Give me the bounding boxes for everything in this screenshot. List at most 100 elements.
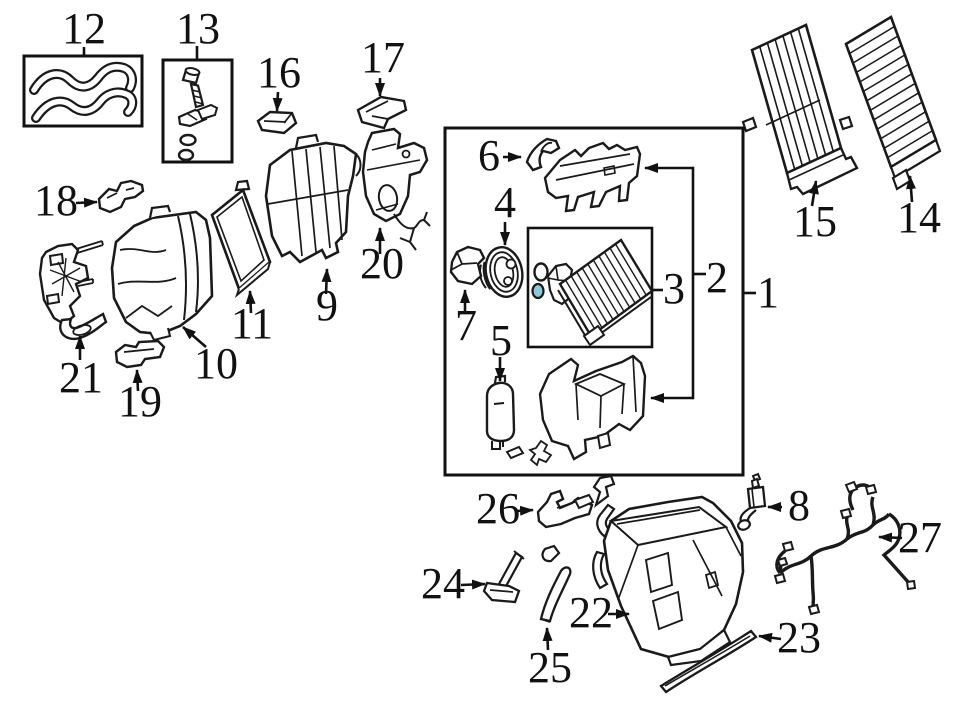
part-21-group: 21 [38,240,108,402]
unit-22-drawing [602,495,745,659]
callout-6-label: 6 [478,131,500,180]
leader-11 [245,290,256,314]
lower-case-drawing [505,354,647,467]
part-15-group: 15 [741,23,859,246]
unit-22-pipe-lower [592,550,609,590]
callout-3-label: 3 [663,264,685,313]
harness-27-connectors [773,480,917,616]
part-20-group: 20 [360,127,431,288]
callout-10-label: 10 [194,339,238,388]
callout-15-label: 15 [793,197,837,246]
callout-9-label: 9 [316,281,338,330]
part-12-group: 12 [22,4,144,128]
part-8-group: 8 [737,472,810,531]
callout-14-label: 14 [897,193,941,242]
clip-16-drawing [256,110,298,135]
oring-blue [531,282,545,300]
part-13-group: 13 [161,4,234,164]
unit-22-clip [541,544,561,563]
callout-18-label: 18 [34,176,78,225]
part-7-group: 7 [449,245,486,350]
valve-8-drawing [746,485,767,510]
part-9-group: 9 [264,133,362,330]
callout-2-bracket: 2 [644,163,728,403]
bracket-18-drawing [97,179,145,214]
callout-11-label: 11 [231,299,273,348]
leader-26 [515,505,534,516]
part-26-group: 26 [476,484,595,533]
callout-17-label: 17 [361,33,405,82]
drier-5-drawing [485,381,516,443]
small-clip [528,439,553,467]
part-16-group: 16 [256,48,301,135]
part-27-group: 27 [773,480,942,616]
upper-cover-drawing [543,141,642,213]
part-18-group: 18 [34,176,145,225]
leader-19 [132,369,143,392]
leader-16 [272,91,283,112]
evap-core-fins [564,243,647,333]
callout-19-label: 19 [118,377,162,426]
callout-27-label: 27 [898,513,942,562]
rod-24-drawing [497,551,524,590]
part-11-group: 11 [210,179,273,348]
callout-22-label: 22 [569,588,613,637]
callout-4-label: 4 [494,178,516,227]
callout-24-label: 24 [421,559,465,608]
callout-7-label: 7 [455,301,477,350]
part-5-group: 5 [485,316,516,450]
callout-21-label: 21 [59,353,103,402]
part-10-group: 10 [110,204,238,388]
callout-2-label: 2 [706,253,728,302]
callout-16-label: 16 [257,48,301,97]
bracket-21-drawing [38,242,90,326]
part-23-group: 23 [659,613,821,694]
bolt-kit-drawing [177,67,219,162]
callout-12-label: 12 [62,4,106,53]
hose-drawing [29,61,138,123]
callout-25-label: 25 [528,643,572,692]
part-14-group: 14 [838,15,942,242]
callout-13-label: 13 [176,4,220,53]
small-pad [505,445,525,460]
leader-27 [878,532,903,543]
part-25-group: 25 [528,566,572,692]
bracket-20-tails [393,211,431,251]
callout-1-label: 1 [757,268,779,317]
case-10-drawing [110,210,214,336]
bracket-17-drawing [356,95,408,130]
part-24-group: 24 [421,550,525,608]
case-9-ribs [267,145,349,257]
part-19-group: 19 [114,339,166,426]
evaporator-3-group: 3 [526,226,685,349]
assembly-1-box [443,126,745,477]
leader-24 [460,579,486,590]
core-15-fins [758,28,835,170]
callout-5-label: 5 [490,316,512,365]
evaporator-3-box [526,226,654,349]
callout-26-label: 26 [476,484,520,533]
hose-25-drawing [539,566,572,623]
valve-7-drawing [449,245,486,286]
leader-9 [321,268,332,295]
leader-14 [906,175,916,203]
oring-white [533,262,549,282]
leader-10 [182,326,207,348]
part-6-group: 6 [478,131,561,180]
part-17-group: 17 [356,33,408,130]
callout-20-label: 20 [360,239,404,288]
callout-23-label: 23 [777,613,821,662]
leader-23 [758,632,782,643]
bracket-19-drawing [114,339,166,369]
leader-25 [542,627,553,651]
part-4-group: 4 [479,178,524,298]
filter-14-pleats [849,25,933,159]
evap-core-drawing [558,238,654,338]
leader-15 [809,180,819,207]
clip-6-drawing [525,137,561,172]
leader-18 [75,197,98,208]
unit-22-top-bracket [592,474,616,508]
part-22-group: 22 [541,474,745,667]
